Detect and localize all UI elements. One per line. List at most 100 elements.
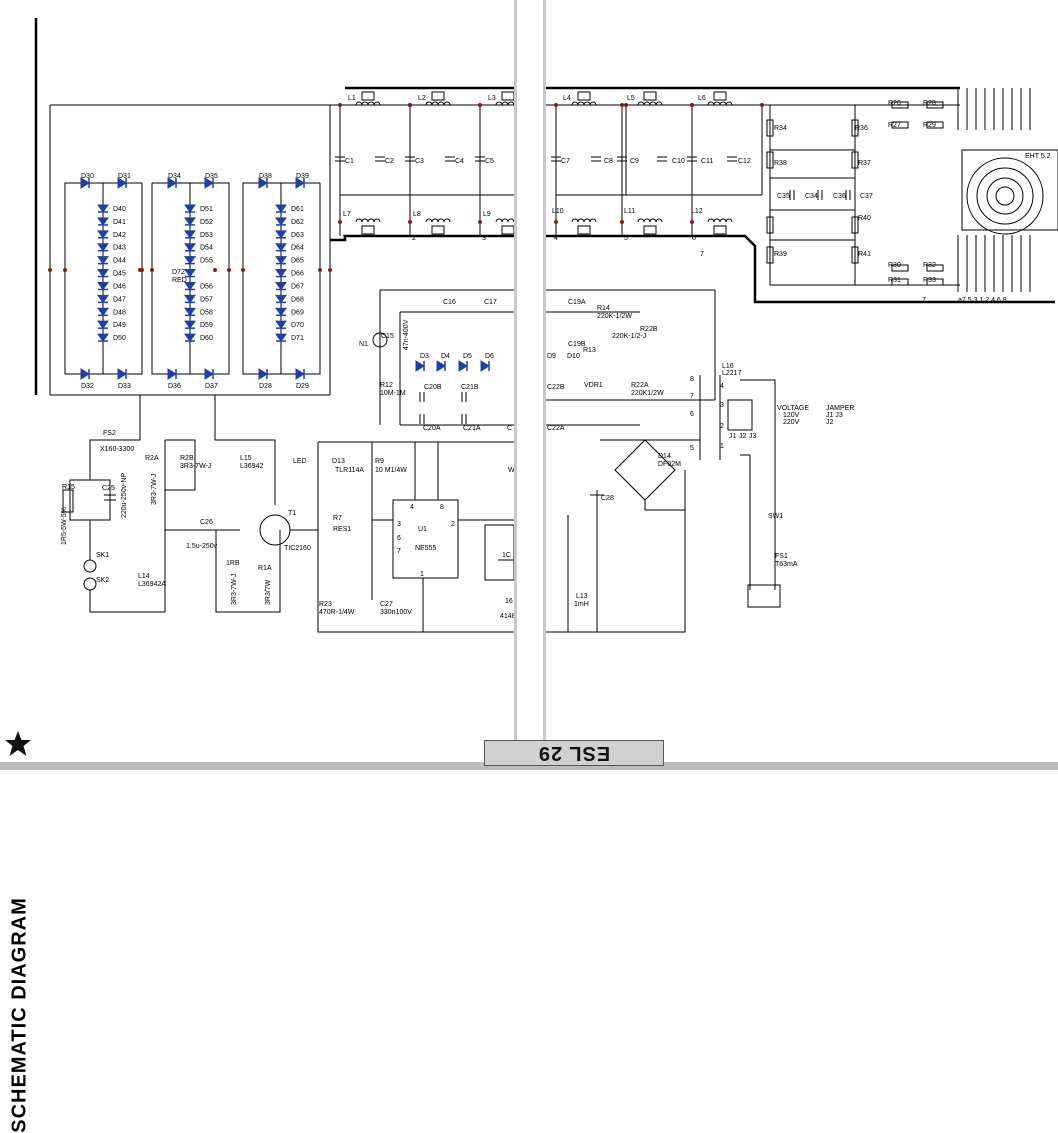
- ladder-resistor: [766, 151, 774, 169]
- top-diode: [117, 177, 127, 189]
- supply-wire-2: [214, 395, 240, 441]
- junction-dot: [620, 220, 624, 224]
- chain-diode-label: D71: [291, 335, 304, 342]
- bottom-diode-label: D37: [205, 383, 218, 390]
- r28-label: R28: [923, 100, 936, 107]
- l10-label: L10: [552, 208, 564, 215]
- junction-dot: [478, 220, 482, 224]
- coil-core: [361, 225, 375, 235]
- d9-label: D9: [547, 353, 556, 360]
- ladder-resistor-h: [891, 121, 909, 129]
- sk2-label: SK2: [96, 577, 109, 584]
- chain-diode: [184, 320, 196, 330]
- cap-label: C5: [485, 158, 494, 165]
- multiplier-diodes: [415, 360, 490, 424]
- chain-diode: [275, 333, 287, 342]
- r23-value: 470R-1/4W: [319, 609, 355, 616]
- led-group-junction: [318, 268, 322, 272]
- multiplier-diode: [458, 360, 468, 372]
- fs1-label: FS1: [775, 553, 788, 560]
- r7-label: R7: [333, 515, 342, 522]
- c22b-label: C22B: [547, 384, 565, 391]
- partial-c: C: [507, 425, 512, 432]
- bottom-diode-label: D29: [296, 383, 309, 390]
- chain-diode: [97, 217, 109, 226]
- j3-label: J3: [749, 433, 757, 440]
- coil-top-label: L1: [348, 95, 356, 102]
- chain-diode-label: D66: [291, 271, 304, 278]
- chain-diode-label: D46: [113, 283, 126, 290]
- junction-dot: [624, 103, 628, 107]
- ladder-resistor-h: [926, 101, 944, 109]
- c27-label: C27: [380, 601, 393, 608]
- l13-label: L13: [576, 593, 588, 600]
- coil-turn: [637, 218, 645, 223]
- coil-turn: [655, 101, 663, 106]
- c36-label: C36: [833, 193, 846, 200]
- flyback-coil-inner: [986, 177, 1024, 215]
- flyback-leads: [957, 88, 1031, 292]
- coil-mid-label: L8: [413, 211, 421, 218]
- coil-turn: [577, 218, 585, 223]
- c27-value: 330n100V: [380, 609, 412, 616]
- sk2-socket: [83, 577, 97, 591]
- heavy-mid-bus: [330, 234, 514, 242]
- node-label: 2: [412, 235, 416, 242]
- l15-value: L36942: [240, 463, 263, 470]
- pin-7-label: 7: [922, 297, 926, 304]
- coil-turn: [443, 101, 451, 106]
- coil-turn: [725, 101, 733, 106]
- c26-value: 1.5u-250v: [186, 543, 218, 550]
- voltage-120: 120V: [783, 412, 800, 419]
- junction-dot: [554, 103, 558, 107]
- chain-diode: [184, 217, 196, 226]
- flyback-coil-core: [995, 186, 1015, 206]
- l16-windings: [699, 375, 721, 460]
- c20a-label: C20A: [423, 425, 441, 432]
- chain-diode: [275, 230, 287, 239]
- r37-label: R37: [858, 160, 871, 167]
- junction-dot: [690, 220, 694, 224]
- chain-diode: [275, 307, 287, 317]
- chain-diode-label: D51: [200, 206, 213, 213]
- r2a-label: R2A: [145, 455, 159, 462]
- cap-label: C1: [345, 158, 354, 165]
- ladder-resistor-h: [926, 121, 944, 129]
- model-label-box: ESL 29: [484, 740, 664, 766]
- coil-core: [431, 225, 445, 235]
- junction-dot: [690, 103, 694, 107]
- multiplier-diode: [436, 360, 446, 372]
- bottom-diode: [117, 368, 127, 380]
- chain-diode: [184, 333, 196, 342]
- r27-label: R27: [888, 122, 901, 129]
- chain-diode: [184, 294, 196, 304]
- right-mid-wires-2: [546, 399, 715, 426]
- tap-1: 1: [720, 443, 724, 450]
- junction-dot: [408, 103, 412, 107]
- resistor-ladder: [766, 101, 944, 286]
- ladder-rungs: [770, 149, 855, 241]
- chain-diode-label: D62: [291, 219, 304, 226]
- fs2-label: FS2: [103, 430, 116, 437]
- chain-diode-label: D65: [291, 258, 304, 265]
- r14-label: R14: [597, 305, 610, 312]
- coil-turn: [655, 218, 663, 223]
- flyback-pin-row: a7 5 3 1 2 4 6 8: [958, 297, 1007, 304]
- bottom-diode: [80, 368, 90, 380]
- r13-label: R13: [583, 347, 596, 354]
- chain-diode-label: D56: [200, 283, 213, 290]
- chain-diode-label: D69: [291, 309, 304, 316]
- r2a-value: 3R3-7W-J: [151, 474, 158, 505]
- t1-triac: [259, 514, 291, 546]
- top-diode-label: D30: [81, 173, 94, 180]
- chain-diode: [97, 307, 109, 317]
- chain-diode: [184, 281, 196, 291]
- chain-diode-label: D57: [200, 296, 213, 303]
- chain-diode: [275, 320, 287, 330]
- j2-label: J2: [739, 433, 747, 440]
- r12-label: R12: [380, 382, 393, 389]
- coil-turn: [719, 218, 727, 223]
- r12-value: 10M-1M: [380, 390, 406, 397]
- ladder-resistor: [766, 119, 774, 137]
- coil-core: [713, 91, 727, 101]
